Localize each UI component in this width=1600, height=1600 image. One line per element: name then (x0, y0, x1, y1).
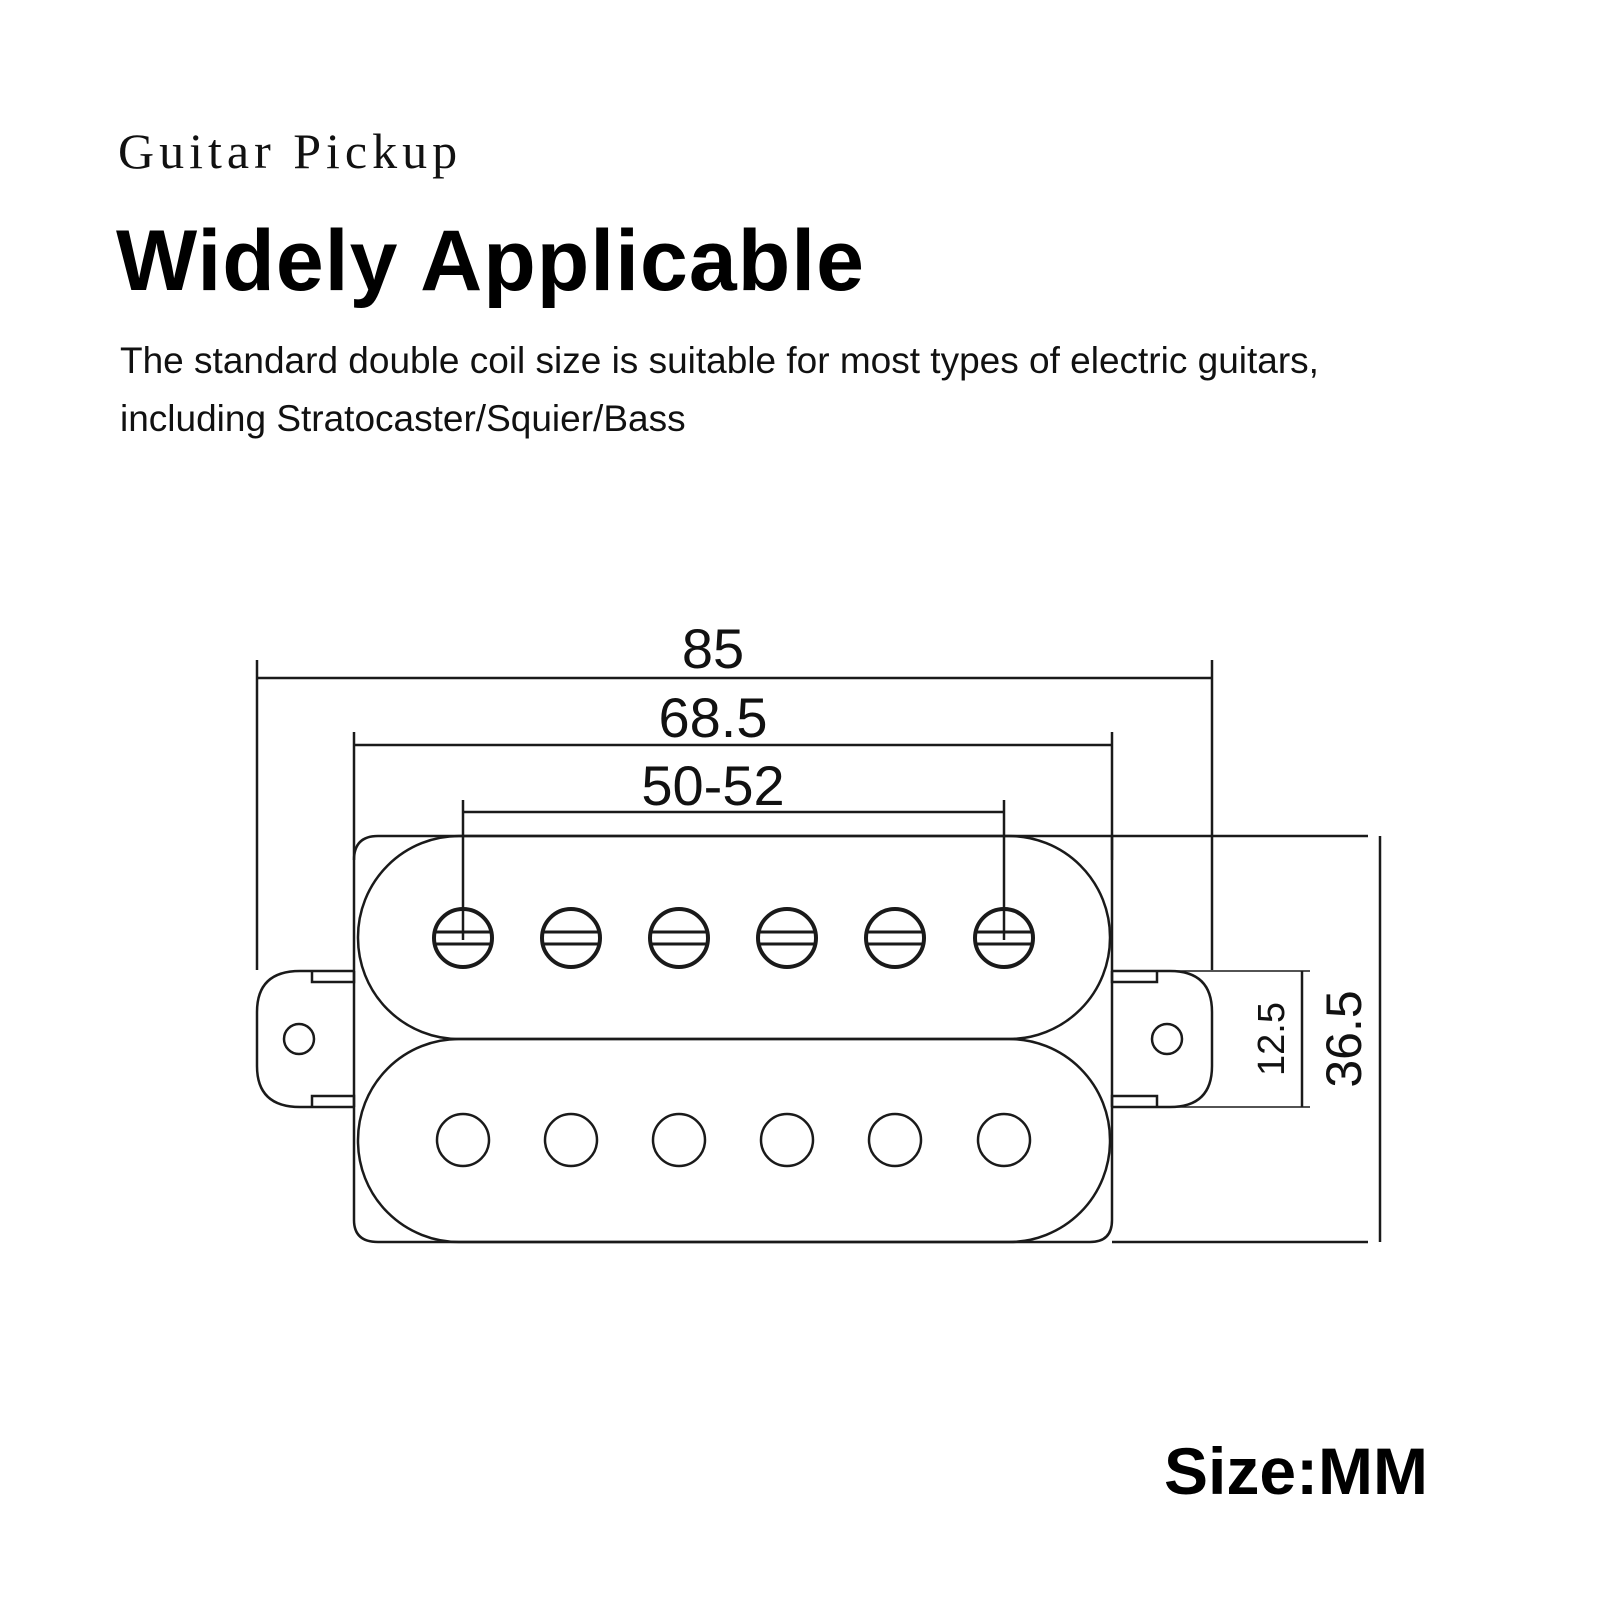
coil-top (356, 834, 1112, 1041)
slug-pole-3-icon (651, 1112, 707, 1168)
screw-pole-5-icon (864, 907, 926, 969)
dimension-label-12-5: 12.5 (1251, 1002, 1293, 1076)
slug-pole-5-icon (867, 1112, 923, 1168)
slug-pole-1-icon (435, 1112, 491, 1168)
page-title: Widely Applicable (116, 213, 865, 309)
dimension-tab-height: 12.5 (1170, 970, 1310, 1108)
dimension-label-68-5: 68.5 (659, 686, 768, 749)
units-label: Size:MM (1164, 1434, 1428, 1508)
slug-pole-6-icon (976, 1112, 1032, 1168)
mounting-tab-left (255, 969, 356, 1109)
subtitle: Guitar Pickup (118, 123, 463, 179)
dimension-label-50-52: 50-52 (641, 754, 784, 817)
dimension-overall-width: 85 (255, 617, 1214, 970)
mounting-hole-left-icon (282, 1022, 316, 1056)
coil-bottom (356, 1037, 1112, 1244)
mounting-hole-right-icon (1150, 1022, 1184, 1056)
screw-poles-row (432, 907, 1035, 969)
screw-pole-2-icon (540, 907, 602, 969)
dimension-cover-height: 36.5 (1316, 836, 1382, 1242)
dimension-cover-width: 68.5 (352, 686, 1114, 860)
slug-pole-2-icon (543, 1112, 599, 1168)
screw-pole-3-icon (648, 907, 710, 969)
mounting-tab-right (1110, 969, 1214, 1109)
screw-pole-1-icon (432, 907, 494, 969)
dimension-label-85: 85 (682, 617, 744, 680)
dimension-pole-spacing: 50-52 (461, 754, 1006, 940)
screw-pole-4-icon (756, 907, 818, 969)
description: The standard double coil size is suitabl… (120, 340, 1319, 439)
screw-pole-6-icon (973, 907, 1035, 969)
slug-poles-row (435, 1112, 1032, 1168)
slug-pole-4-icon (759, 1112, 815, 1168)
dimension-label-36-5: 36.5 (1316, 990, 1372, 1087)
pickup-base-plate (352, 834, 1114, 1244)
